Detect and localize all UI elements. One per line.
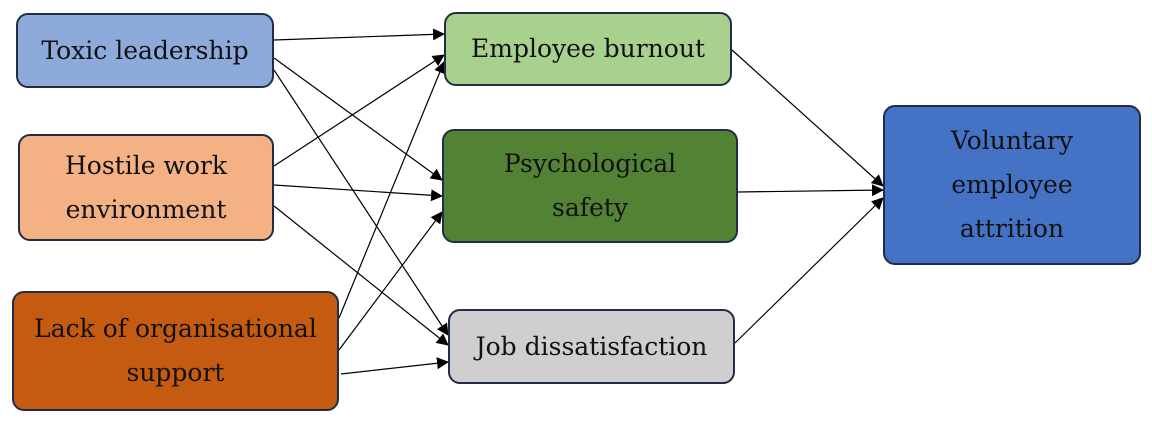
node-label: Job dissatisfaction xyxy=(475,331,708,361)
node-label: Employee burnout xyxy=(470,34,706,63)
arrow-employee-burnout-to-voluntary-attrition xyxy=(731,49,884,187)
arrow-job-dissatisfaction-to-voluntary-attrition xyxy=(734,197,884,344)
node-employee-burnout: Employee burnout xyxy=(444,12,732,86)
node-voluntary-employee-attrition: Voluntary employee attrition xyxy=(883,105,1141,265)
node-label: Toxic leadership xyxy=(41,35,249,65)
node-label-line: environment xyxy=(65,194,227,224)
arrow-hostile-work-environment-to-employee-burnout xyxy=(273,54,445,167)
node-toxic-leadership: Toxic leadership xyxy=(16,13,274,88)
arrow-toxic-leadership-to-psychological-safety xyxy=(273,57,443,181)
arrow-hostile-work-environment-to-job-dissatisfaction xyxy=(273,205,449,346)
arrow-lack-of-support-to-employee-burnout xyxy=(338,61,446,319)
arrow-psychological-safety-to-voluntary-attrition xyxy=(737,184,884,197)
arrow-hostile-work-environment-to-psychological-safety xyxy=(273,184,443,202)
node-label-line: Voluntary xyxy=(950,126,1074,155)
node-hostile-work-environment: Hostile work environment xyxy=(18,134,274,241)
arrow-lack-of-support-to-psychological-safety xyxy=(338,211,443,351)
node-label-line: safety xyxy=(552,193,628,222)
arrow-toxic-leadership-to-job-dissatisfaction xyxy=(273,69,449,336)
node-label-line: attrition xyxy=(959,214,1065,243)
node-label-line: Lack of organisational xyxy=(34,314,317,343)
node-label-line: support xyxy=(126,358,225,387)
node-psychological-safety: Psychological safety xyxy=(442,129,738,243)
arrow-lack-of-support-to-job-dissatisfaction xyxy=(340,357,449,375)
node-label-line: Hostile work xyxy=(64,150,227,180)
node-label-line: Psychological xyxy=(503,149,677,178)
node-label-line: employee xyxy=(951,170,1073,199)
node-job-dissatisfaction: Job dissatisfaction xyxy=(448,309,735,384)
node-lack-of-organisational-support: Lack of organisational support xyxy=(12,291,339,411)
arrow-toxic-leadership-to-employee-burnout xyxy=(273,28,445,41)
